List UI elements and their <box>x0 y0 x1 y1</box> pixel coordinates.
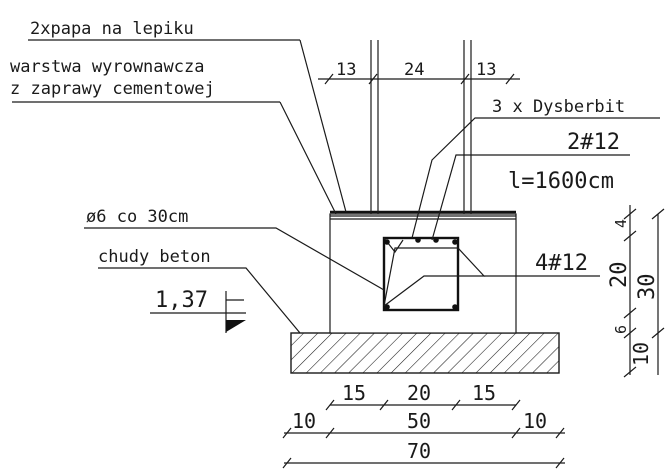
reinforcement-cage <box>382 236 460 312</box>
dim-tick <box>379 399 389 411</box>
leader-warstwa-diag <box>279 101 337 215</box>
dim-tick <box>623 230 637 242</box>
dim-tick <box>451 399 461 411</box>
leader-stirrups <box>84 227 385 291</box>
dim-tick <box>623 307 637 319</box>
dim-tick <box>368 73 378 85</box>
label-dysberbit: 3 x Dysberbit <box>492 97 625 117</box>
dim-tick <box>623 327 637 339</box>
dim-tick <box>325 427 335 439</box>
rebar-dot <box>452 304 458 310</box>
dim-tick <box>651 327 665 339</box>
elevation-triangle-icon <box>226 320 246 332</box>
label-elevation: 1,37 <box>155 288 208 313</box>
rebar-dot <box>384 239 390 245</box>
leader-bars-top <box>431 154 630 241</box>
dim-tick <box>325 399 335 411</box>
dim-tick <box>511 427 521 439</box>
dim-tick <box>555 427 565 439</box>
leader-papa-diag <box>299 39 347 213</box>
dim-right-20: 20 <box>607 262 632 289</box>
label-stirrups: ø6 co 30cm <box>86 207 188 227</box>
label-bars-top: 2#12 <box>567 130 620 155</box>
dim-bottom-20: 20 <box>407 381 431 405</box>
dim-right-30: 30 <box>635 274 660 301</box>
dim-tick <box>623 208 637 220</box>
dim-top-24: 24 <box>404 60 424 80</box>
dim-bottom-70: 70 <box>407 439 431 463</box>
label-warstwa-line2: z zaprawy cementowej <box>10 79 215 99</box>
label-warstwa-line1: warstwa wyrownawcza <box>10 57 204 77</box>
dim-bottom-15-right: 15 <box>472 381 496 405</box>
leader-lean-concrete <box>98 267 301 334</box>
dim-bottom-50: 50 <box>407 409 431 433</box>
dim-tick <box>324 73 334 85</box>
leader-dysberbit <box>411 117 660 239</box>
foundation-wall <box>329 213 517 334</box>
dim-top-13-left: 13 <box>336 60 356 80</box>
dim-tick <box>282 457 292 469</box>
dim-bottom-10-left: 10 <box>292 409 316 433</box>
lean-concrete-layer <box>290 332 560 374</box>
leader-4-bars <box>383 247 486 307</box>
label-lean-concrete: chudy beton <box>98 247 211 267</box>
label-papa: 2xpapa na lepiku <box>30 19 194 39</box>
dim-bottom-10-right: 10 <box>523 409 547 433</box>
rebar-dot <box>452 239 458 245</box>
dim-tick <box>282 427 292 439</box>
rebar-dot <box>384 304 390 310</box>
dim-tick <box>460 73 470 85</box>
rebar-dot <box>415 237 421 243</box>
label-bar-length: l=1600cm <box>508 169 614 194</box>
dim-tick <box>623 366 637 378</box>
dim-tick <box>555 457 565 469</box>
dim-right-10: 10 <box>629 342 653 366</box>
dim-tick <box>505 73 515 85</box>
dim-right-6: 6 <box>612 325 630 334</box>
dim-tick <box>651 208 665 220</box>
dim-bottom-15-left: 15 <box>342 381 366 405</box>
dim-right-4: 4 <box>612 219 630 228</box>
label-bars-bottom: 4#12 <box>535 251 588 276</box>
dim-top-13-right: 13 <box>476 60 496 80</box>
dim-tick <box>511 399 521 411</box>
rebar-dot <box>433 237 439 243</box>
